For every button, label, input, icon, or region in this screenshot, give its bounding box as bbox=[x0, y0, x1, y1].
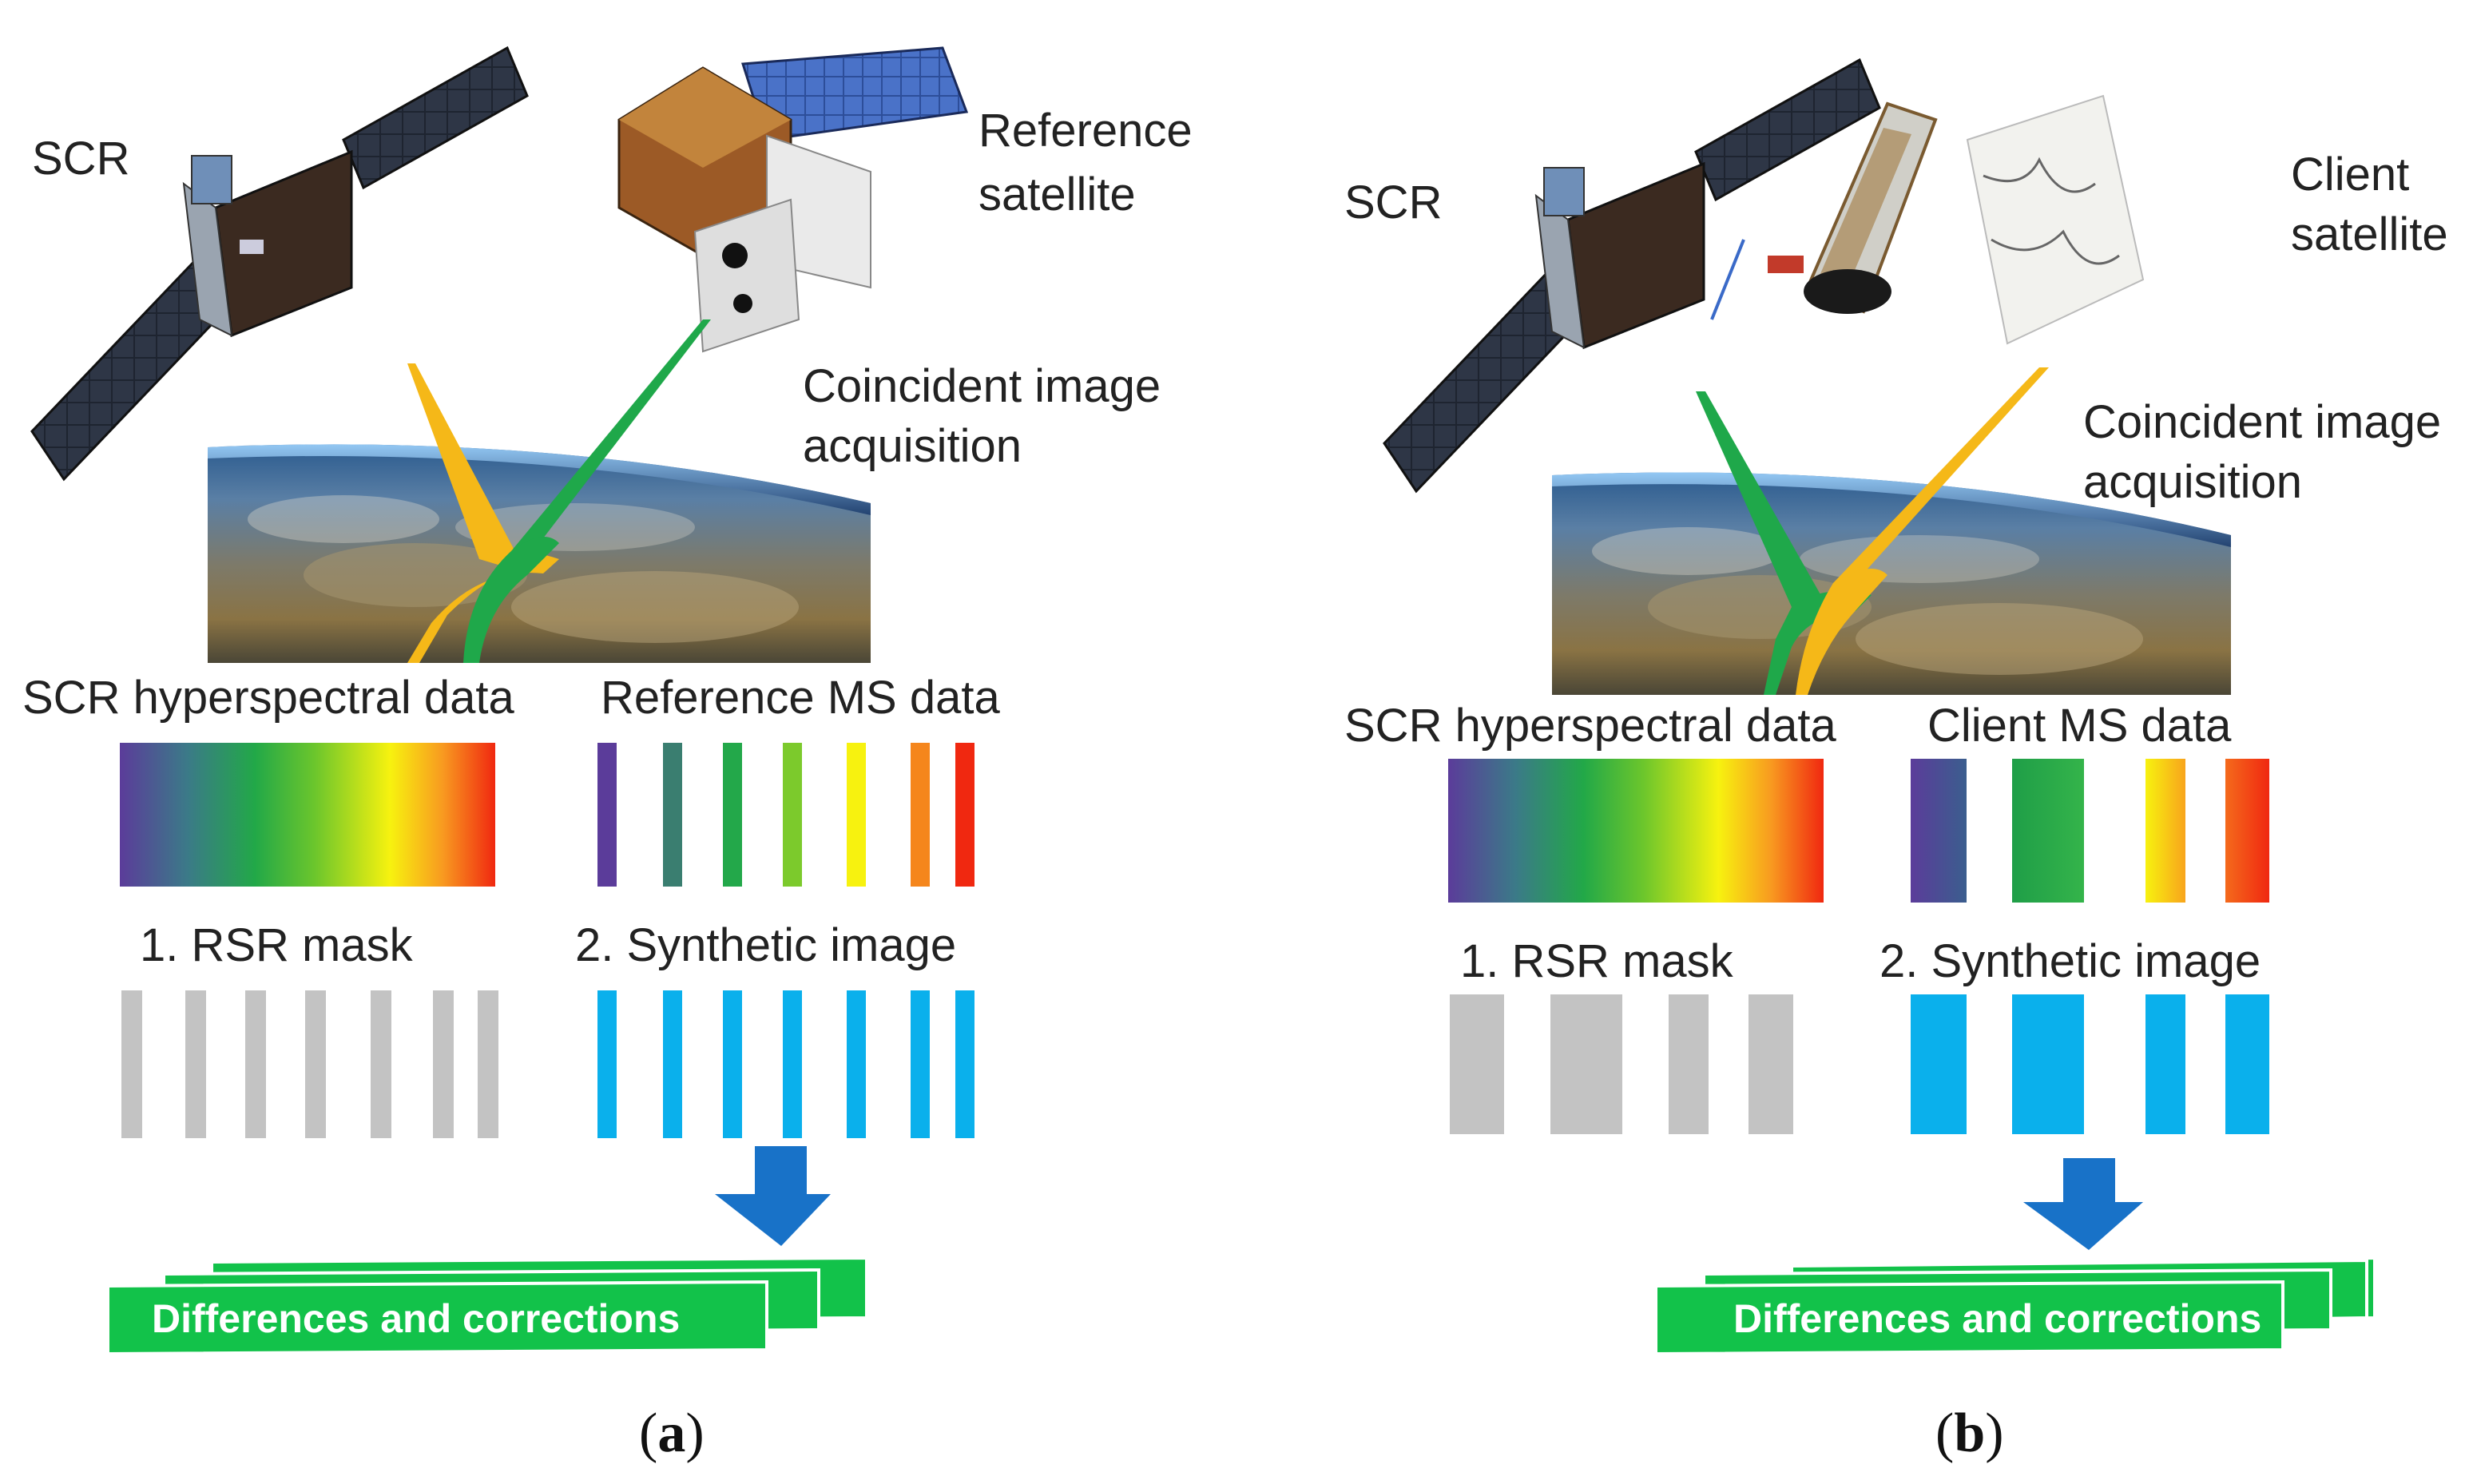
down-arrow-icon bbox=[715, 1146, 831, 1246]
synthetic-band bbox=[2225, 994, 2269, 1134]
panel-caption-letter: b bbox=[1954, 1403, 1986, 1464]
panel-caption: (a) bbox=[639, 1403, 705, 1464]
ms-band bbox=[597, 743, 617, 887]
hyperspectral-label: SCR hyperspectral data bbox=[1344, 700, 1836, 752]
coincident-label-line1: Coincident image bbox=[2083, 396, 2442, 448]
ms-band bbox=[847, 743, 866, 887]
differences-stack: Differences and corrections bbox=[1654, 1256, 2376, 1356]
beam-yellow bbox=[407, 363, 559, 663]
rsr-mask-bands bbox=[121, 990, 498, 1138]
rsr-band bbox=[371, 990, 391, 1138]
panel-caption: (b) bbox=[1935, 1403, 2004, 1464]
coincident-label-line2: acquisition bbox=[803, 420, 1022, 472]
ms-data-label: Client MS data bbox=[1927, 700, 2232, 752]
synthetic-band bbox=[847, 990, 866, 1138]
ms-band bbox=[2225, 759, 2269, 903]
synthetic-band bbox=[955, 990, 974, 1138]
rsr-band bbox=[478, 990, 498, 1138]
ms-band bbox=[911, 743, 930, 887]
synthetic-band bbox=[1911, 994, 1967, 1134]
satellite-label-line2: satellite bbox=[978, 169, 1136, 220]
synthetic-bands bbox=[597, 990, 974, 1138]
synthetic-image-label: 2. Synthetic image bbox=[575, 919, 957, 971]
ms-band bbox=[663, 743, 682, 887]
scr-label: SCR bbox=[32, 133, 130, 185]
differences-stack: Differences and corrections bbox=[106, 1256, 868, 1356]
rsr-band bbox=[1450, 994, 1504, 1134]
panel-caption-letter: a bbox=[657, 1403, 686, 1464]
coincident-label-line1: Coincident image bbox=[803, 360, 1161, 412]
rsr-band bbox=[121, 990, 142, 1138]
satellite-label-line1: Client bbox=[2291, 149, 2410, 200]
rsr-mask-label: 1. RSR mask bbox=[1460, 935, 1733, 987]
scr-satellite-icon bbox=[1383, 58, 1881, 494]
differences-label: Differences and corrections bbox=[152, 1296, 680, 1341]
ms-band bbox=[723, 743, 742, 887]
earth-image bbox=[1552, 472, 2231, 695]
synthetic-band bbox=[2145, 994, 2185, 1134]
synthetic-image-label: 2. Synthetic image bbox=[1880, 935, 2261, 987]
synthetic-band bbox=[911, 990, 930, 1138]
rsr-band bbox=[1749, 994, 1793, 1134]
scr-satellite-icon bbox=[30, 46, 529, 482]
synthetic-band bbox=[663, 990, 682, 1138]
hyperspectral-bar bbox=[120, 743, 495, 887]
ms-data-label: Reference MS data bbox=[601, 672, 1000, 724]
ms-band bbox=[1911, 759, 1967, 903]
ms-band bbox=[955, 743, 974, 887]
ms-bands bbox=[597, 743, 974, 887]
rsr-band bbox=[433, 990, 454, 1138]
earth-image bbox=[208, 444, 871, 663]
synthetic-bands bbox=[1911, 994, 2269, 1134]
panel-a-graphics: Differences and corrections bbox=[30, 46, 974, 1356]
beam-green bbox=[463, 319, 711, 663]
hyperspectral-label: SCR hyperspectral data bbox=[22, 672, 514, 724]
coincident-label-line2: acquisition bbox=[2083, 456, 2303, 508]
rsr-mask-label: 1. RSR mask bbox=[140, 919, 413, 971]
client-satellite-icon bbox=[1710, 94, 2145, 345]
hyperspectral-bar bbox=[1448, 759, 1824, 903]
synthetic-band bbox=[2012, 994, 2084, 1134]
panel-a: Differences and corrections SCR Referenc… bbox=[0, 0, 1232, 1484]
rsr-band bbox=[245, 990, 266, 1138]
panel-b: Differences and corrections SCR Client s… bbox=[1232, 0, 2465, 1484]
beam-yellow bbox=[1796, 367, 2049, 695]
ms-band bbox=[783, 743, 802, 887]
rsr-band bbox=[1550, 994, 1622, 1134]
rsr-band bbox=[305, 990, 326, 1138]
synthetic-band bbox=[723, 990, 742, 1138]
ms-bands bbox=[1911, 759, 2269, 903]
synthetic-band bbox=[783, 990, 802, 1138]
scr-label: SCR bbox=[1344, 177, 1443, 228]
synthetic-band bbox=[597, 990, 617, 1138]
rsr-band bbox=[185, 990, 206, 1138]
down-arrow-icon bbox=[2023, 1158, 2143, 1250]
panel-b-graphics: Differences and corrections bbox=[1383, 58, 2376, 1356]
reference-satellite-icon bbox=[617, 46, 969, 353]
rsr-mask-bands bbox=[1450, 994, 1793, 1134]
satellite-label-line2: satellite bbox=[2291, 208, 2448, 260]
satellite-label-line1: Reference bbox=[978, 105, 1193, 157]
ms-band bbox=[2145, 759, 2185, 903]
rsr-band bbox=[1669, 994, 1709, 1134]
differences-label: Differences and corrections bbox=[1733, 1296, 2261, 1341]
beam-green bbox=[1696, 391, 1872, 695]
ms-band bbox=[2012, 759, 2084, 903]
